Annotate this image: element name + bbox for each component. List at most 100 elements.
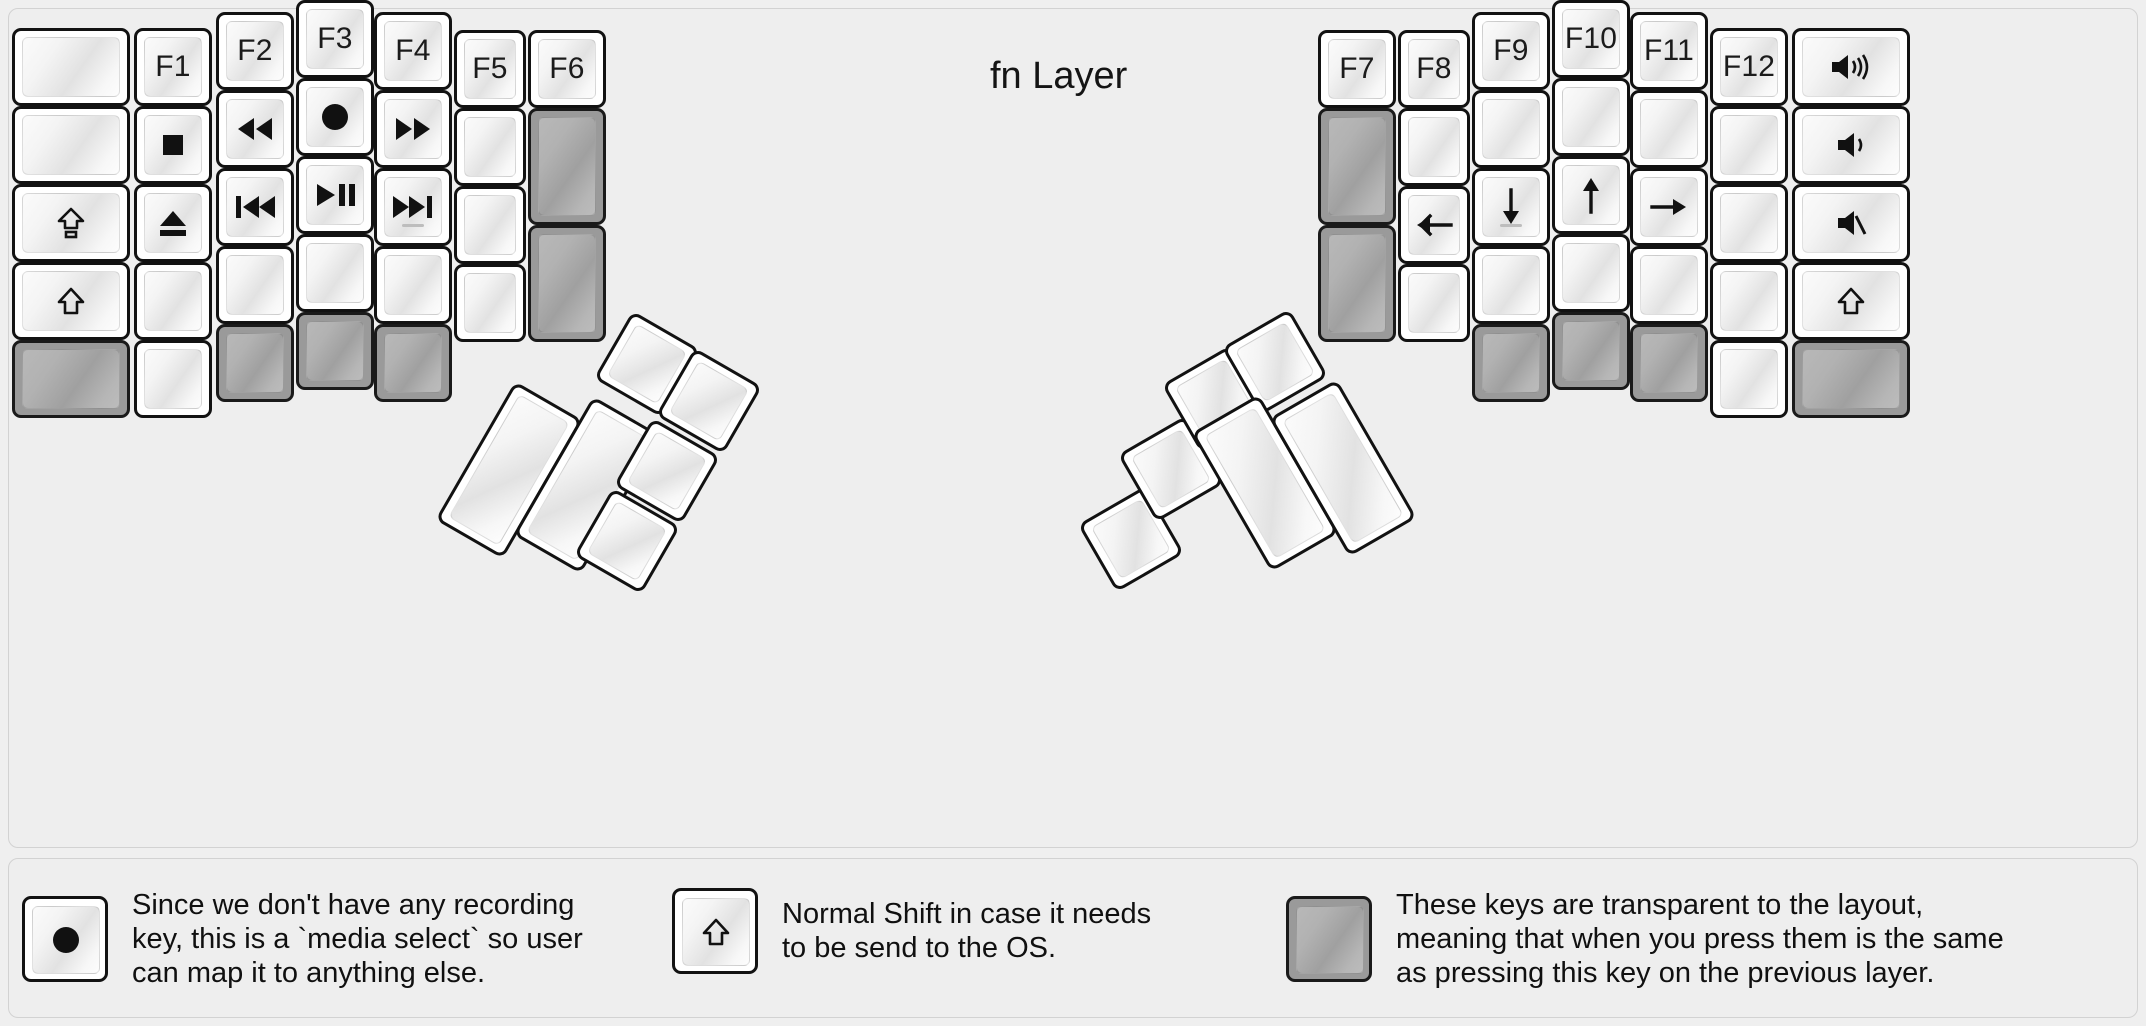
keycap-face	[22, 37, 120, 97]
right-col-index-inner-r-key-1[interactable]	[1318, 108, 1396, 225]
right-col-middle-r-key-4[interactable]	[1472, 324, 1550, 402]
media-fast-forward-icon	[396, 118, 430, 140]
media-record-icon	[319, 101, 351, 133]
media-record-icon	[53, 927, 79, 954]
left-col-pinky-key-2[interactable]	[134, 184, 212, 262]
right-col-middle-r-key-3[interactable]	[1472, 246, 1550, 324]
left-col-ring-key-3[interactable]	[216, 246, 294, 324]
left-col-pinky-key-4[interactable]	[134, 340, 212, 418]
left-col-pinky-key-1[interactable]	[134, 106, 212, 184]
left-col-ring-key-0[interactable]: F2	[216, 12, 294, 90]
right-col-pinky-outer-r-key-1[interactable]	[1710, 106, 1788, 184]
left-col-middle-key-3[interactable]	[296, 234, 374, 312]
right-col-edge-r-key-2[interactable]	[1792, 184, 1910, 262]
left-col-thumb-reach-key-1[interactable]	[528, 108, 606, 225]
left-col-pinky-outer-key-0[interactable]	[12, 28, 130, 106]
right-col-edge-r-key-4[interactable]	[1792, 340, 1910, 418]
left-col-ring-key-4[interactable]	[216, 324, 294, 402]
right-col-edge-r-key-0[interactable]	[1792, 28, 1910, 106]
right-col-index-r-key-1[interactable]	[1398, 108, 1470, 186]
keycap-face	[538, 234, 596, 333]
right-col-pinky-r-key-2[interactable]	[1630, 168, 1708, 246]
keycap-label: F5	[472, 52, 508, 85]
left-col-index-inner-key-3[interactable]	[454, 264, 526, 342]
keycap-face	[226, 177, 284, 237]
right-col-ring-r-key-2[interactable]	[1552, 156, 1630, 234]
left-col-thumb-reach-key-0[interactable]: F6	[528, 30, 606, 108]
volume-mute-icon	[1838, 211, 1867, 235]
arrow-down-icon	[1503, 188, 1519, 224]
left-col-index-inner-key-0[interactable]: F5	[454, 30, 526, 108]
keycap-face	[226, 255, 284, 315]
keycap-label: F1	[155, 50, 191, 83]
left-col-index-key-4[interactable]	[374, 324, 452, 402]
right-col-index-r-key-0[interactable]: F8	[1398, 30, 1470, 108]
right-col-pinky-r-key-3[interactable]	[1630, 246, 1708, 324]
left-col-middle-key-1[interactable]	[296, 78, 374, 156]
right-col-index-r-key-2[interactable]	[1398, 186, 1470, 264]
media-prev-track-icon	[233, 193, 277, 221]
keycap-label: F8	[1416, 52, 1452, 85]
left-col-pinky-outer-key-1[interactable]	[12, 106, 130, 184]
left-col-index-inner-key-2[interactable]	[454, 186, 526, 264]
right-col-ring-r-key-0[interactable]: F10	[1552, 0, 1630, 78]
left-col-ring-key-1[interactable]	[216, 90, 294, 168]
legend-normal-shift-swatch	[672, 888, 758, 974]
right-col-index-inner-r-key-2[interactable]	[1318, 225, 1396, 342]
legend-transparent-keys-swatch	[1286, 896, 1372, 983]
media-play-pause-icon	[314, 181, 356, 209]
keycap-face	[306, 243, 364, 303]
arrow-left-icon	[1414, 210, 1454, 240]
arrow-left-icon	[1417, 213, 1453, 237]
left-col-pinky-key-3[interactable]	[134, 262, 212, 340]
right-col-pinky-outer-r-key-2[interactable]	[1710, 184, 1788, 262]
left-col-thumb-reach-key-2[interactable]	[528, 225, 606, 342]
left-col-index-inner-key-1[interactable]	[454, 108, 526, 186]
right-col-edge-r-key-1[interactable]	[1792, 106, 1910, 184]
volume-up-icon	[1832, 54, 1869, 80]
shift-icon	[57, 287, 85, 315]
keycap-face	[682, 898, 750, 966]
left-col-index-key-0[interactable]: F4	[374, 12, 452, 90]
keycap-face	[32, 906, 100, 975]
right-col-middle-r-key-2[interactable]	[1472, 168, 1550, 246]
right-col-ring-r-key-4[interactable]	[1552, 312, 1630, 390]
volume-down-icon	[1838, 133, 1863, 157]
keycap-face	[1562, 87, 1620, 147]
keycap-label: F2	[237, 34, 273, 67]
keycap-label: F9	[1493, 34, 1529, 67]
left-col-pinky-outer-key-2[interactable]	[12, 184, 130, 262]
right-col-pinky-r-key-1[interactable]	[1630, 90, 1708, 168]
left-col-pinky-outer-key-4[interactable]	[12, 340, 130, 418]
keycap-face	[1408, 195, 1460, 255]
left-col-pinky-outer-key-3[interactable]	[12, 262, 130, 340]
right-col-pinky-outer-r-key-4[interactable]	[1710, 340, 1788, 418]
keycap-face	[306, 321, 364, 381]
homing-bar	[402, 224, 424, 227]
right-col-pinky-r-key-0[interactable]: F11	[1630, 12, 1708, 90]
right-col-pinky-r-key-4[interactable]	[1630, 324, 1708, 402]
right-col-index-inner-r-key-0[interactable]: F7	[1318, 30, 1396, 108]
keycap-face: F11	[1640, 21, 1698, 81]
left-col-index-key-2[interactable]	[374, 168, 452, 246]
right-col-edge-r-key-3[interactable]	[1792, 262, 1910, 340]
left-col-ring-key-2[interactable]	[216, 168, 294, 246]
keycap-face	[1640, 255, 1698, 315]
left-col-middle-key-0[interactable]: F3	[296, 0, 374, 78]
left-col-index-key-3[interactable]	[374, 246, 452, 324]
caps-lock-icon	[57, 207, 85, 239]
right-col-pinky-outer-r-key-3[interactable]	[1710, 262, 1788, 340]
right-col-pinky-outer-r-key-0[interactable]: F12	[1710, 28, 1788, 106]
right-col-index-r-key-3[interactable]	[1398, 264, 1470, 342]
left-col-middle-key-2[interactable]	[296, 156, 374, 234]
keycap-label: F6	[549, 52, 585, 85]
keycap-face	[306, 87, 364, 147]
media-play-pause-icon	[317, 184, 355, 206]
right-col-middle-r-key-1[interactable]	[1472, 90, 1550, 168]
right-col-ring-r-key-1[interactable]	[1552, 78, 1630, 156]
left-col-pinky-key-0[interactable]: F1	[134, 28, 212, 106]
left-col-index-key-1[interactable]	[374, 90, 452, 168]
right-col-ring-r-key-3[interactable]	[1552, 234, 1630, 312]
left-col-middle-key-4[interactable]	[296, 312, 374, 390]
right-col-middle-r-key-0[interactable]: F9	[1472, 12, 1550, 90]
